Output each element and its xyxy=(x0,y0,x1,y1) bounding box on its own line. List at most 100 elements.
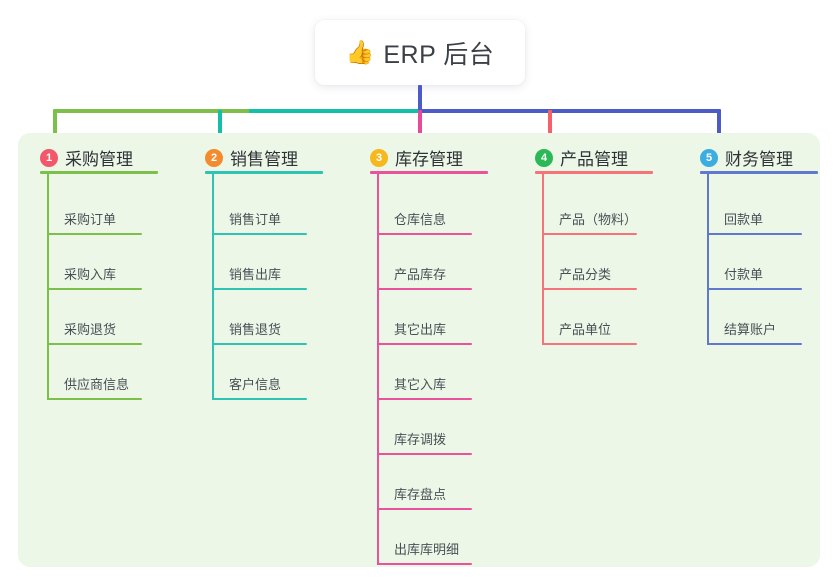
branch-item[interactable]: 其它入库 xyxy=(377,345,472,400)
branch-item-rule xyxy=(707,288,802,290)
branch-item-label: 产品单位 xyxy=(559,322,612,337)
branch-title: 库存管理 xyxy=(395,150,463,169)
branch-item-rule xyxy=(542,233,637,235)
branch-header-rule xyxy=(535,171,653,174)
branch-item[interactable]: 其它出库 xyxy=(377,290,472,345)
branch-item-rule xyxy=(707,343,802,345)
branch-spine xyxy=(542,172,544,345)
branch-item[interactable]: 销售订单 xyxy=(212,180,307,235)
branch-item-label: 销售退货 xyxy=(229,322,282,337)
root-node-card[interactable]: 👍 ERP 后台 xyxy=(315,20,525,85)
branch-item-label: 回款单 xyxy=(724,212,764,227)
branch-item-label: 客户信息 xyxy=(229,377,282,392)
branch-item-rule xyxy=(212,233,307,235)
branch-item[interactable]: 库存盘点 xyxy=(377,455,472,510)
branch-item-rule xyxy=(377,563,472,565)
connector-bus-segment-teal xyxy=(249,109,420,113)
branch-header-rule xyxy=(370,171,488,174)
branch-number-badge: 3 xyxy=(370,148,388,167)
branch-item-rule xyxy=(377,508,472,510)
branch-spine xyxy=(707,172,709,345)
branch-item-rule xyxy=(47,398,142,400)
branch-item-rule xyxy=(47,288,142,290)
branch-header-rule xyxy=(40,171,158,174)
connector-drop-column-2 xyxy=(218,110,222,144)
branch-spine xyxy=(377,172,379,565)
connector-drop-column-5 xyxy=(717,110,721,144)
branch-item[interactable]: 采购退货 xyxy=(47,290,142,345)
connector-drop-column-1 xyxy=(53,110,57,144)
branch-title: 采购管理 xyxy=(65,150,133,169)
branch-item[interactable]: 产品库存 xyxy=(377,235,472,290)
connector-root-stem xyxy=(418,85,422,113)
branch-item[interactable]: 产品单位 xyxy=(542,290,637,345)
branch-item-label: 结算账户 xyxy=(724,322,777,337)
branch-item[interactable]: 产品（物料） xyxy=(542,180,637,235)
branch-header-3[interactable]: 3 库存管理 xyxy=(370,145,463,170)
root-node-title: ERP 后台 xyxy=(383,40,495,69)
branch-number-badge: 4 xyxy=(535,148,553,167)
branch-item[interactable]: 付款单 xyxy=(707,235,802,290)
branch-item[interactable]: 仓库信息 xyxy=(377,180,472,235)
branch-item-label: 付款单 xyxy=(724,267,764,282)
branch-item-label: 产品（物料） xyxy=(559,212,638,227)
branch-item-rule xyxy=(212,343,307,345)
branches-panel: 1 采购管理采购订单采购入库采购退货供应商信息 2 销售管理销售订单销售出库销售退货客… xyxy=(18,133,820,567)
branch-item-label: 采购退货 xyxy=(64,322,117,337)
branch-item-rule xyxy=(542,288,637,290)
branch-number-badge: 5 xyxy=(700,148,718,167)
branch-header-1[interactable]: 1 采购管理 xyxy=(40,145,133,170)
branch-item-label: 采购订单 xyxy=(64,212,117,227)
branch-item[interactable]: 回款单 xyxy=(707,180,802,235)
branch-title: 财务管理 xyxy=(725,150,793,169)
branch-item[interactable]: 库存调拨 xyxy=(377,400,472,455)
branch-item[interactable]: 客户信息 xyxy=(212,345,307,400)
branch-item[interactable]: 出库库明细 xyxy=(377,510,472,565)
branch-title: 产品管理 xyxy=(560,150,628,169)
branch-item-rule xyxy=(212,398,307,400)
branch-title: 销售管理 xyxy=(230,150,298,169)
connector-bus-segment-green xyxy=(53,109,251,113)
branch-item-label: 库存调拨 xyxy=(394,432,447,447)
branch-item[interactable]: 采购订单 xyxy=(47,180,142,235)
branch-item-label: 销售出库 xyxy=(229,267,282,282)
root-node-content: 👍 ERP 后台 xyxy=(346,35,495,71)
branch-item-rule xyxy=(707,233,802,235)
branch-number-badge: 2 xyxy=(205,148,223,167)
branch-item-rule xyxy=(47,233,142,235)
branch-item[interactable]: 供应商信息 xyxy=(47,345,142,400)
branch-spine xyxy=(47,172,49,400)
branch-item-label: 产品库存 xyxy=(394,267,447,282)
branch-item[interactable]: 销售出库 xyxy=(212,235,307,290)
branch-item-label: 销售订单 xyxy=(229,212,282,227)
branch-item-rule xyxy=(377,233,472,235)
branch-item-rule xyxy=(377,453,472,455)
branch-number-badge: 1 xyxy=(40,148,58,167)
branch-item[interactable]: 结算账户 xyxy=(707,290,802,345)
connector-drop-column-3 xyxy=(418,110,422,144)
branch-item-rule xyxy=(47,343,142,345)
branch-item-label: 出库库明细 xyxy=(394,542,460,557)
branch-item-label: 仓库信息 xyxy=(394,212,447,227)
branch-header-rule xyxy=(205,171,323,174)
branch-item-rule xyxy=(212,288,307,290)
branch-header-rule xyxy=(700,171,818,174)
branch-header-4[interactable]: 4 产品管理 xyxy=(535,145,628,170)
branch-header-5[interactable]: 5 财务管理 xyxy=(700,145,793,170)
branch-item-label: 产品分类 xyxy=(559,267,612,282)
branch-item[interactable]: 销售退货 xyxy=(212,290,307,345)
branch-item-rule xyxy=(542,343,637,345)
branch-header-2[interactable]: 2 销售管理 xyxy=(205,145,298,170)
branch-spine xyxy=(212,172,214,400)
thumbs-up-icon: 👍 xyxy=(345,39,375,65)
branch-item-label: 采购入库 xyxy=(64,267,117,282)
branch-item-label: 其它出库 xyxy=(394,322,447,337)
branch-item-rule xyxy=(377,398,472,400)
branch-item-label: 其它入库 xyxy=(394,377,447,392)
branch-item-rule xyxy=(377,288,472,290)
connector-bus-segment-blue xyxy=(418,109,721,113)
branch-item[interactable]: 产品分类 xyxy=(542,235,637,290)
branch-item[interactable]: 采购入库 xyxy=(47,235,142,290)
branch-item-rule xyxy=(377,343,472,345)
